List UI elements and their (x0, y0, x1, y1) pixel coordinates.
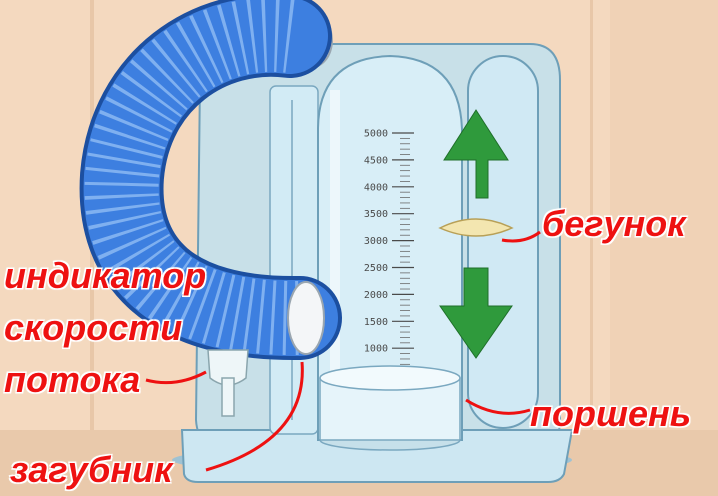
arrow-up (443, 109, 509, 199)
background-panel-right (610, 0, 718, 496)
label-mouthpiece: загубник (10, 449, 173, 490)
pointer-slider (501, 230, 541, 243)
label-flow-line2: скорости (4, 307, 183, 348)
hose-ribs (84, 0, 301, 356)
label-flow-line3: потока (4, 359, 141, 400)
scale-tick-label: 3000 (364, 236, 388, 247)
pointer-piston (465, 398, 531, 415)
glass-highlight (330, 90, 340, 430)
slider-marker (438, 218, 514, 237)
label-piston: поршень (530, 393, 692, 434)
flow-channel (269, 85, 319, 435)
scale-tick-label: 2500 (364, 263, 388, 274)
arrow-down (439, 267, 513, 359)
scale-tick-label: 3500 (364, 209, 388, 220)
scale-tick-label: 1500 (364, 317, 388, 328)
device-base (180, 429, 574, 483)
flow-indicator-stem (221, 377, 235, 417)
pointer-flow (145, 370, 207, 385)
scale-tick-label: 4500 (364, 155, 388, 166)
measuring-chamber (317, 54, 463, 441)
scale-tick-label: 4000 (364, 182, 388, 193)
scale-tick-label: 2000 (364, 290, 388, 301)
background-stripe (590, 0, 593, 430)
piston-top (319, 365, 461, 391)
mouthpiece (287, 281, 325, 355)
label-flow-line1: индикатор (4, 255, 207, 296)
scale-tick-label: 1000 (364, 344, 388, 355)
label-slider: бегунок (542, 203, 686, 244)
slider-track (467, 55, 539, 429)
pointer-mouthpiece (205, 361, 304, 472)
scale-tick-label: 5000 (364, 129, 388, 140)
